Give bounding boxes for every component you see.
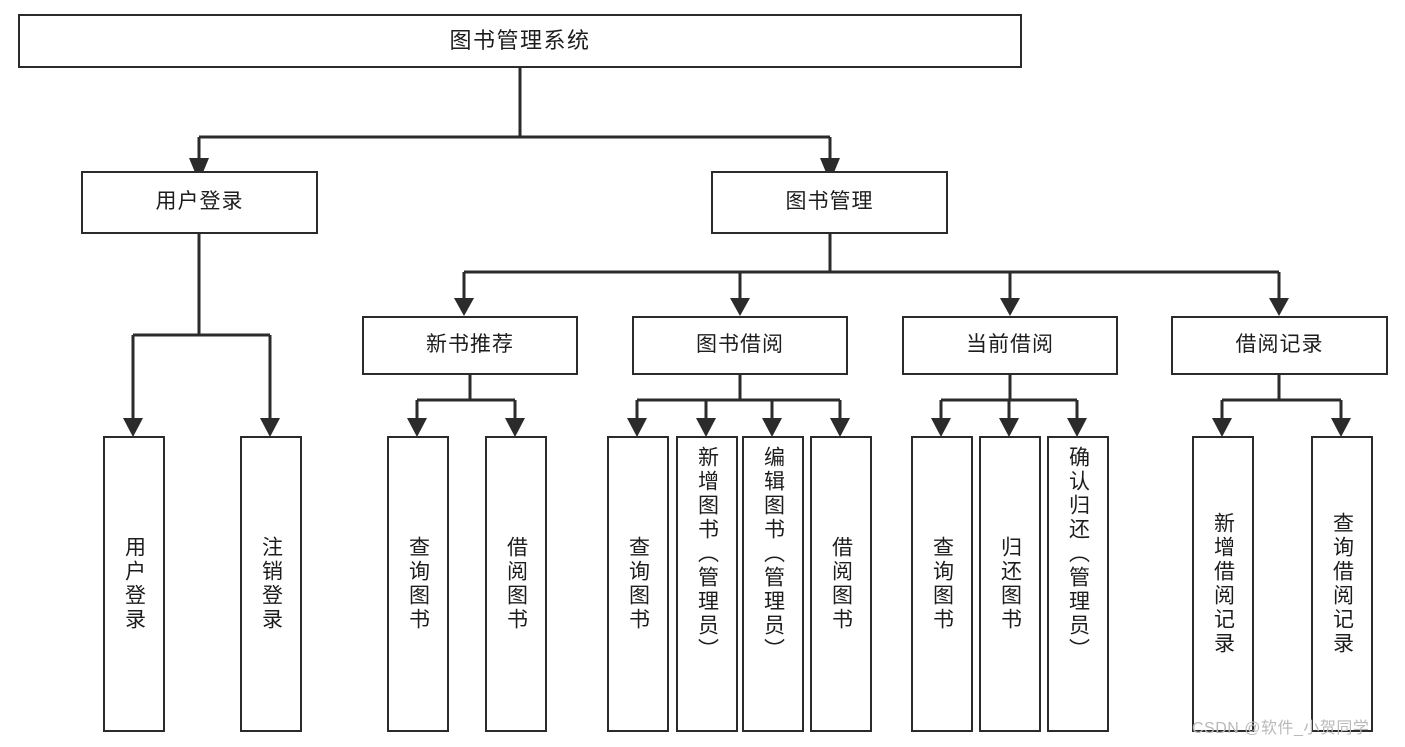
- node-label: 用户登录: [122, 536, 146, 632]
- node-book-borrow[interactable]: 图书借阅: [632, 316, 848, 375]
- node-label: 借阅图书: [504, 536, 528, 632]
- leaf-confirm-return-admin[interactable]: 确认归还（管理员）: [1047, 436, 1109, 732]
- node-label: 用户登录: [155, 190, 244, 214]
- node-label: 查询图书: [930, 536, 954, 632]
- node-label: 归还图书: [998, 536, 1022, 632]
- leaf-query-borrow-record[interactable]: 查询借阅记录: [1311, 436, 1373, 732]
- leaf-borrow-book-recommend[interactable]: 借阅图书: [485, 436, 547, 732]
- node-label: 图书借阅: [696, 333, 784, 357]
- node-current-borrow[interactable]: 当前借阅: [902, 316, 1118, 375]
- node-label: 编辑图书（管理员）: [761, 446, 785, 662]
- leaf-edit-book-admin[interactable]: 编辑图书（管理员）: [742, 436, 804, 732]
- node-label: 查询图书: [626, 536, 650, 632]
- node-label: 注销登录: [259, 536, 283, 632]
- leaf-query-book-current[interactable]: 查询图书: [911, 436, 973, 732]
- node-label: 图书管理系统: [449, 28, 591, 54]
- node-label: 确认归还（管理员）: [1066, 446, 1090, 662]
- leaf-add-book-admin[interactable]: 新增图书（管理员）: [676, 436, 738, 732]
- node-label: 借阅记录: [1235, 333, 1324, 357]
- node-label: 图书管理: [785, 190, 874, 214]
- node-book-management[interactable]: 图书管理: [711, 171, 948, 234]
- node-label: 新增借阅记录: [1211, 512, 1235, 656]
- leaf-query-book-borrow[interactable]: 查询图书: [607, 436, 669, 732]
- node-label: 查询借阅记录: [1330, 512, 1354, 656]
- leaf-query-book-recommend[interactable]: 查询图书: [387, 436, 449, 732]
- leaf-borrow-book[interactable]: 借阅图书: [810, 436, 872, 732]
- node-label: 借阅图书: [829, 536, 853, 632]
- node-label: 新增图书（管理员）: [695, 446, 719, 662]
- node-root-system[interactable]: 图书管理系统: [18, 14, 1022, 68]
- watermark-text: CSDN @软件_小贺同学: [1192, 720, 1370, 737]
- node-new-book-recommend[interactable]: 新书推荐: [362, 316, 578, 375]
- node-user-login[interactable]: 用户登录: [81, 171, 318, 234]
- node-label: 新书推荐: [426, 333, 514, 357]
- leaf-add-borrow-record[interactable]: 新增借阅记录: [1192, 436, 1254, 732]
- node-label: 查询图书: [406, 536, 430, 632]
- node-borrow-records[interactable]: 借阅记录: [1171, 316, 1388, 375]
- leaf-logout[interactable]: 注销登录: [240, 436, 302, 732]
- leaf-return-book[interactable]: 归还图书: [979, 436, 1041, 732]
- node-label: 当前借阅: [966, 333, 1054, 357]
- leaf-user-login[interactable]: 用户登录: [103, 436, 165, 732]
